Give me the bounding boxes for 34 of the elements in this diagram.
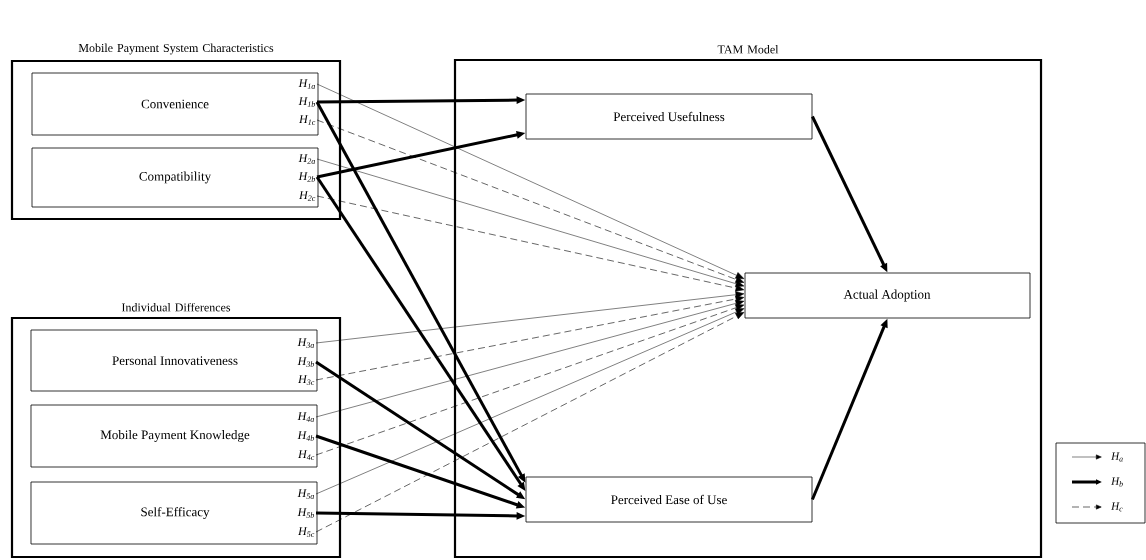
legend-label: H$_{b}$ <box>1111 477 1123 487</box>
arrow <box>315 312 745 533</box>
hypothesis-label: H$_{4c}$ <box>297 450 315 460</box>
hypothesis-label: H$_{4b}$ <box>297 431 315 441</box>
hypothesis-label: H$_{2c}$ <box>298 191 316 201</box>
hypothesis-label: H$_{1c}$ <box>298 115 316 125</box>
hypothesis-label: H$_{5b}$ <box>297 508 315 518</box>
legend-label: H$_{a}$ <box>1111 452 1123 462</box>
hypothesis-label: H$_{4a}$ <box>297 412 314 422</box>
arrow <box>316 195 745 292</box>
hypothesis-label: H$_{2b}$ <box>298 172 316 182</box>
hypothesis-label: H$_{5c}$ <box>297 527 315 537</box>
hypothesis-label: H$_{2a}$ <box>298 154 315 164</box>
group-heading: TAM Model <box>717 45 779 54</box>
arrow <box>315 299 745 418</box>
construct-box: Perceived Ease of Use <box>525 476 813 523</box>
arrow <box>315 291 745 344</box>
group-heading: Individual Differences <box>121 302 231 312</box>
arrow <box>315 295 745 381</box>
hypothesis-label: H$_{5a}$ <box>297 489 314 499</box>
hypothesis-label: H$_{3a}$ <box>297 338 314 348</box>
construct-box: Perceived Usefulness <box>525 93 813 140</box>
arrow <box>315 308 745 495</box>
hypothesis-label: H$_{3c}$ <box>297 375 315 385</box>
arrow <box>316 83 745 279</box>
hypothesis-label: H$_{3b}$ <box>297 357 315 367</box>
hypothesis-label: H$_{1b}$ <box>298 97 316 107</box>
hypothesis-label: H$_{1a}$ <box>298 79 315 89</box>
arrow <box>315 304 745 456</box>
construct-box: Actual Adoption <box>744 272 1031 319</box>
legend-label: H$_{c}$ <box>1111 502 1123 512</box>
group-heading: Mobile Payment System Characteristics <box>78 43 274 55</box>
arrow <box>316 158 745 288</box>
arrow <box>316 119 745 283</box>
